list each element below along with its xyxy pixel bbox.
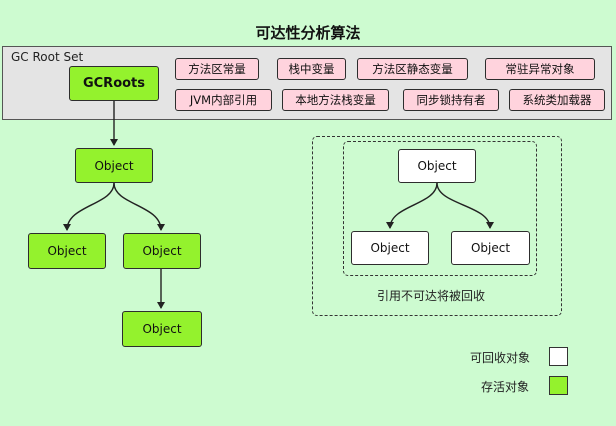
reachable-object-root: Object	[75, 148, 153, 183]
reachable-object-grandchild: Object	[122, 311, 202, 347]
root-item-method-area-static-variable: 方法区静态变量	[357, 58, 468, 80]
diagram-title: 可达性分析算法	[255, 24, 361, 42]
legend-alive-label: 存活对象	[481, 380, 530, 394]
root-item-stack-variable: 栈中变量	[277, 58, 346, 80]
legend-recyclable-label: 可回收对象	[470, 351, 531, 365]
unreachable-outer-frame	[312, 136, 562, 316]
root-item-system-class-loader: 系统类加载器	[509, 89, 605, 111]
root-item-method-area-constant: 方法区常量	[175, 58, 259, 80]
root-item-resident-exception-object: 常驻异常对象	[485, 58, 595, 80]
gcroots-node: GCRoots	[69, 66, 159, 101]
legend-alive-swatch	[549, 376, 568, 395]
legend-recyclable-swatch	[549, 347, 568, 366]
root-item-jvm-internal-reference: JVM内部引用	[175, 89, 272, 111]
root-item-lock-holder: 同步锁持有者	[403, 89, 499, 111]
unreachable-object-left: Object	[351, 231, 429, 265]
unreachable-inner-frame	[343, 141, 537, 276]
gc-root-set-label: GC Root Set	[11, 50, 84, 64]
unreachable-object-right: Object	[451, 231, 530, 265]
unreachable-caption: 引用不可达将被回收	[377, 289, 486, 303]
edge-object-to-right-child	[113, 182, 165, 231]
reachable-object-right: Object	[123, 233, 201, 269]
edge-object-to-left-child	[63, 182, 115, 231]
reachable-object-left: Object	[28, 233, 106, 269]
unreachable-object-top: Object	[398, 149, 476, 183]
root-item-native-stack-variable: 本地方法栈变量	[282, 89, 389, 111]
